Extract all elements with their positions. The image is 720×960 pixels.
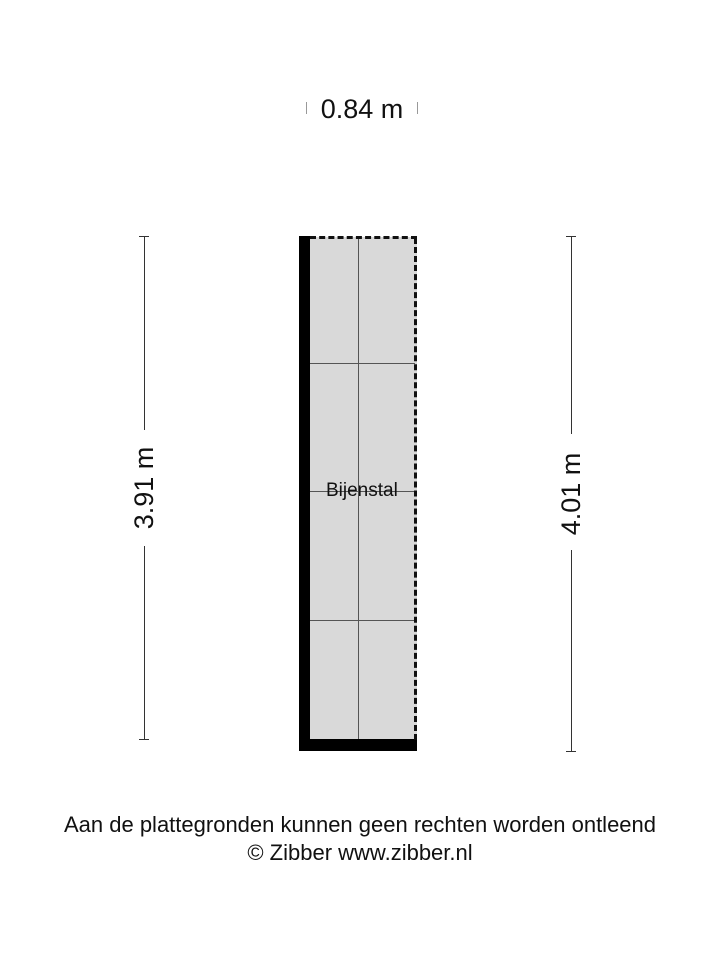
width-dimension: 0.84 m [306, 92, 418, 126]
wall-left [299, 236, 310, 751]
copyright-text: © Zibber www.zibber.nl [247, 840, 473, 865]
dimension-cap-bottom [566, 751, 576, 752]
disclaimer-text: Aan de plattegronden kunnen geen rechten… [63, 812, 657, 837]
open-boundary-right [414, 238, 417, 740]
floor-grid-line-horizontal [310, 620, 415, 621]
dimension-line-lower [144, 546, 145, 739]
dimension-line-upper [571, 236, 572, 434]
floor-grid-line-horizontal [310, 363, 415, 364]
dimension-line-lower [571, 550, 572, 751]
width-label: 0.84 m [320, 94, 404, 124]
dimension-tick-left [306, 102, 307, 114]
room-floor [309, 237, 417, 739]
dimension-cap-bottom [139, 739, 149, 740]
dimension-line-upper [144, 236, 145, 430]
floor-grid-line-horizontal [310, 491, 415, 492]
floor-grid-line-vertical [358, 238, 359, 739]
left-height-label: 3.91 m [129, 446, 159, 530]
wall-bottom [299, 739, 417, 751]
room-name-label: Bijenstal [326, 480, 398, 501]
right-height-label: 4.01 m [556, 452, 586, 536]
dimension-tick-right [417, 102, 418, 114]
open-boundary-top [310, 236, 417, 239]
